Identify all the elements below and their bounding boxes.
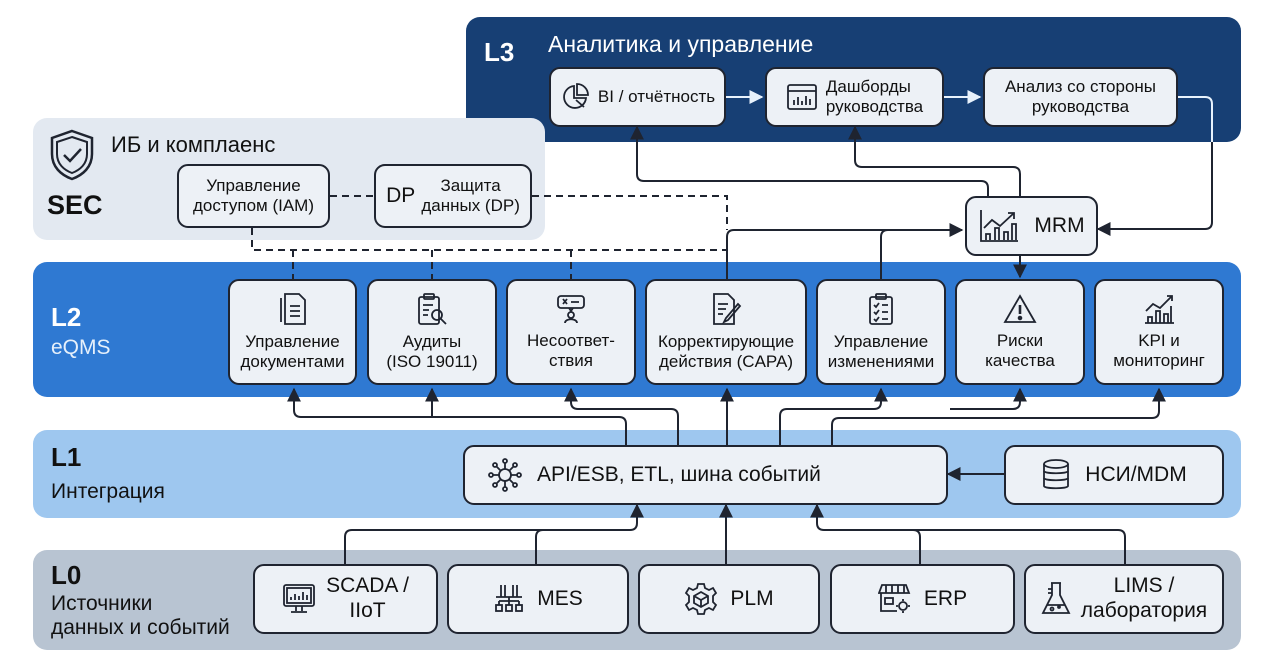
layer-title-sec: ИБ и комплаенс [111, 132, 276, 157]
shield-check-icon [47, 128, 97, 187]
node-bi-reporting[interactable]: BI / отчётность [549, 67, 726, 127]
layer-title-l2: eQMS [51, 336, 111, 359]
node-mes[interactable]: MES [447, 564, 629, 634]
node-label: Защита данных (DP) [421, 175, 520, 215]
node-quality-risks[interactable]: Риски качества [955, 279, 1085, 385]
node-label: MES [537, 586, 583, 610]
node-mdm[interactable]: НСИ/MDM [1004, 445, 1224, 505]
layer-title-l1: Интеграция [51, 480, 165, 503]
node-label: API/ESB, ETL, шина событий [537, 462, 821, 486]
node-label: Несоответ- ствия [527, 330, 615, 370]
node-audits[interactable]: Аудиты (ISO 19011) [367, 279, 497, 385]
node-lims-laboratory[interactable]: LIMS / лаборатория [1024, 564, 1224, 634]
dashboard-icon [786, 83, 818, 111]
document-icon [279, 292, 307, 326]
dp-prefix: DP [386, 183, 416, 207]
node-label: Аудиты (ISO 19011) [386, 331, 478, 371]
node-label: Корректирующие действия (CAPA) [657, 331, 795, 371]
node-management-review[interactable]: Анализ со стороны руководства [983, 67, 1178, 127]
monitor-chart-icon [282, 583, 316, 615]
node-label: PLM [730, 586, 774, 610]
node-management-dashboards[interactable]: Дашборды руководства [765, 67, 944, 127]
node-label: Управление изменениями [827, 331, 935, 371]
layer-title-l3: Аналитика и управление [548, 31, 814, 57]
node-capa[interactable]: Корректирующие действия (CAPA) [645, 279, 807, 385]
node-label: LIMS / лаборатория [1080, 574, 1208, 622]
node-plm[interactable]: PLM [638, 564, 820, 634]
node-mrm[interactable]: MRM [965, 196, 1098, 256]
node-label: BI / отчётность [597, 86, 716, 106]
layer-tag-sec: SEC [47, 190, 103, 220]
node-label: НСИ/MDM [1085, 462, 1187, 486]
hub-icon [487, 457, 523, 493]
edit-document-icon [710, 292, 742, 326]
node-scada-iiot[interactable]: SCADA / IIoT [253, 564, 438, 634]
node-label: KPI и мониторинг [1113, 330, 1205, 370]
node-kpi-monitoring[interactable]: KPI и мониторинг [1094, 279, 1224, 385]
database-icon [1041, 458, 1071, 492]
layer-tag-l3: L3 [484, 37, 515, 67]
node-erp[interactable]: ERP [830, 564, 1015, 634]
node-nonconformities[interactable]: Несоответ- ствия [506, 279, 636, 385]
dashed-dp-out [532, 195, 728, 230]
node-change-management[interactable]: Управление изменениями [816, 279, 946, 385]
node-label: ERP [923, 586, 968, 610]
node-label: MRM [1034, 213, 1085, 237]
node-data-protection[interactable]: DP Защита данных (DP) [374, 164, 532, 228]
clipboard-search-icon [416, 292, 448, 326]
layer-tag-l2: L2 [51, 302, 82, 332]
node-integration-bus[interactable]: API/ESB, ETL, шина событий [463, 445, 948, 505]
node-label: Риски качества [985, 330, 1055, 370]
pie-chart-icon [560, 82, 590, 112]
factory-icon [493, 583, 525, 615]
node-label: Управление документами [240, 331, 345, 371]
node-label: Управление доступом (IAM) [193, 175, 314, 215]
node-label: Анализ со стороны руководства [1004, 76, 1157, 116]
kpi-chart-icon [1142, 293, 1176, 325]
node-label: Дашборды руководства [825, 76, 924, 116]
gear-cube-icon [684, 582, 718, 616]
flask-icon [1041, 581, 1071, 617]
nonconformity-icon [555, 293, 587, 325]
node-label: SCADA / IIoT [326, 574, 409, 622]
layer-tag-l0: L0 [51, 560, 82, 590]
growth-chart-icon [978, 208, 1020, 244]
layer-tag-l1: L1 [51, 442, 82, 472]
checklist-icon [867, 292, 895, 326]
node-iam[interactable]: Управление доступом (IAM) [177, 164, 330, 228]
store-gear-icon [877, 583, 912, 615]
node-document-control[interactable]: Управление документами [228, 279, 357, 385]
warning-icon [1003, 293, 1037, 325]
layer-title-l0: Источники данных и событий [51, 592, 230, 640]
